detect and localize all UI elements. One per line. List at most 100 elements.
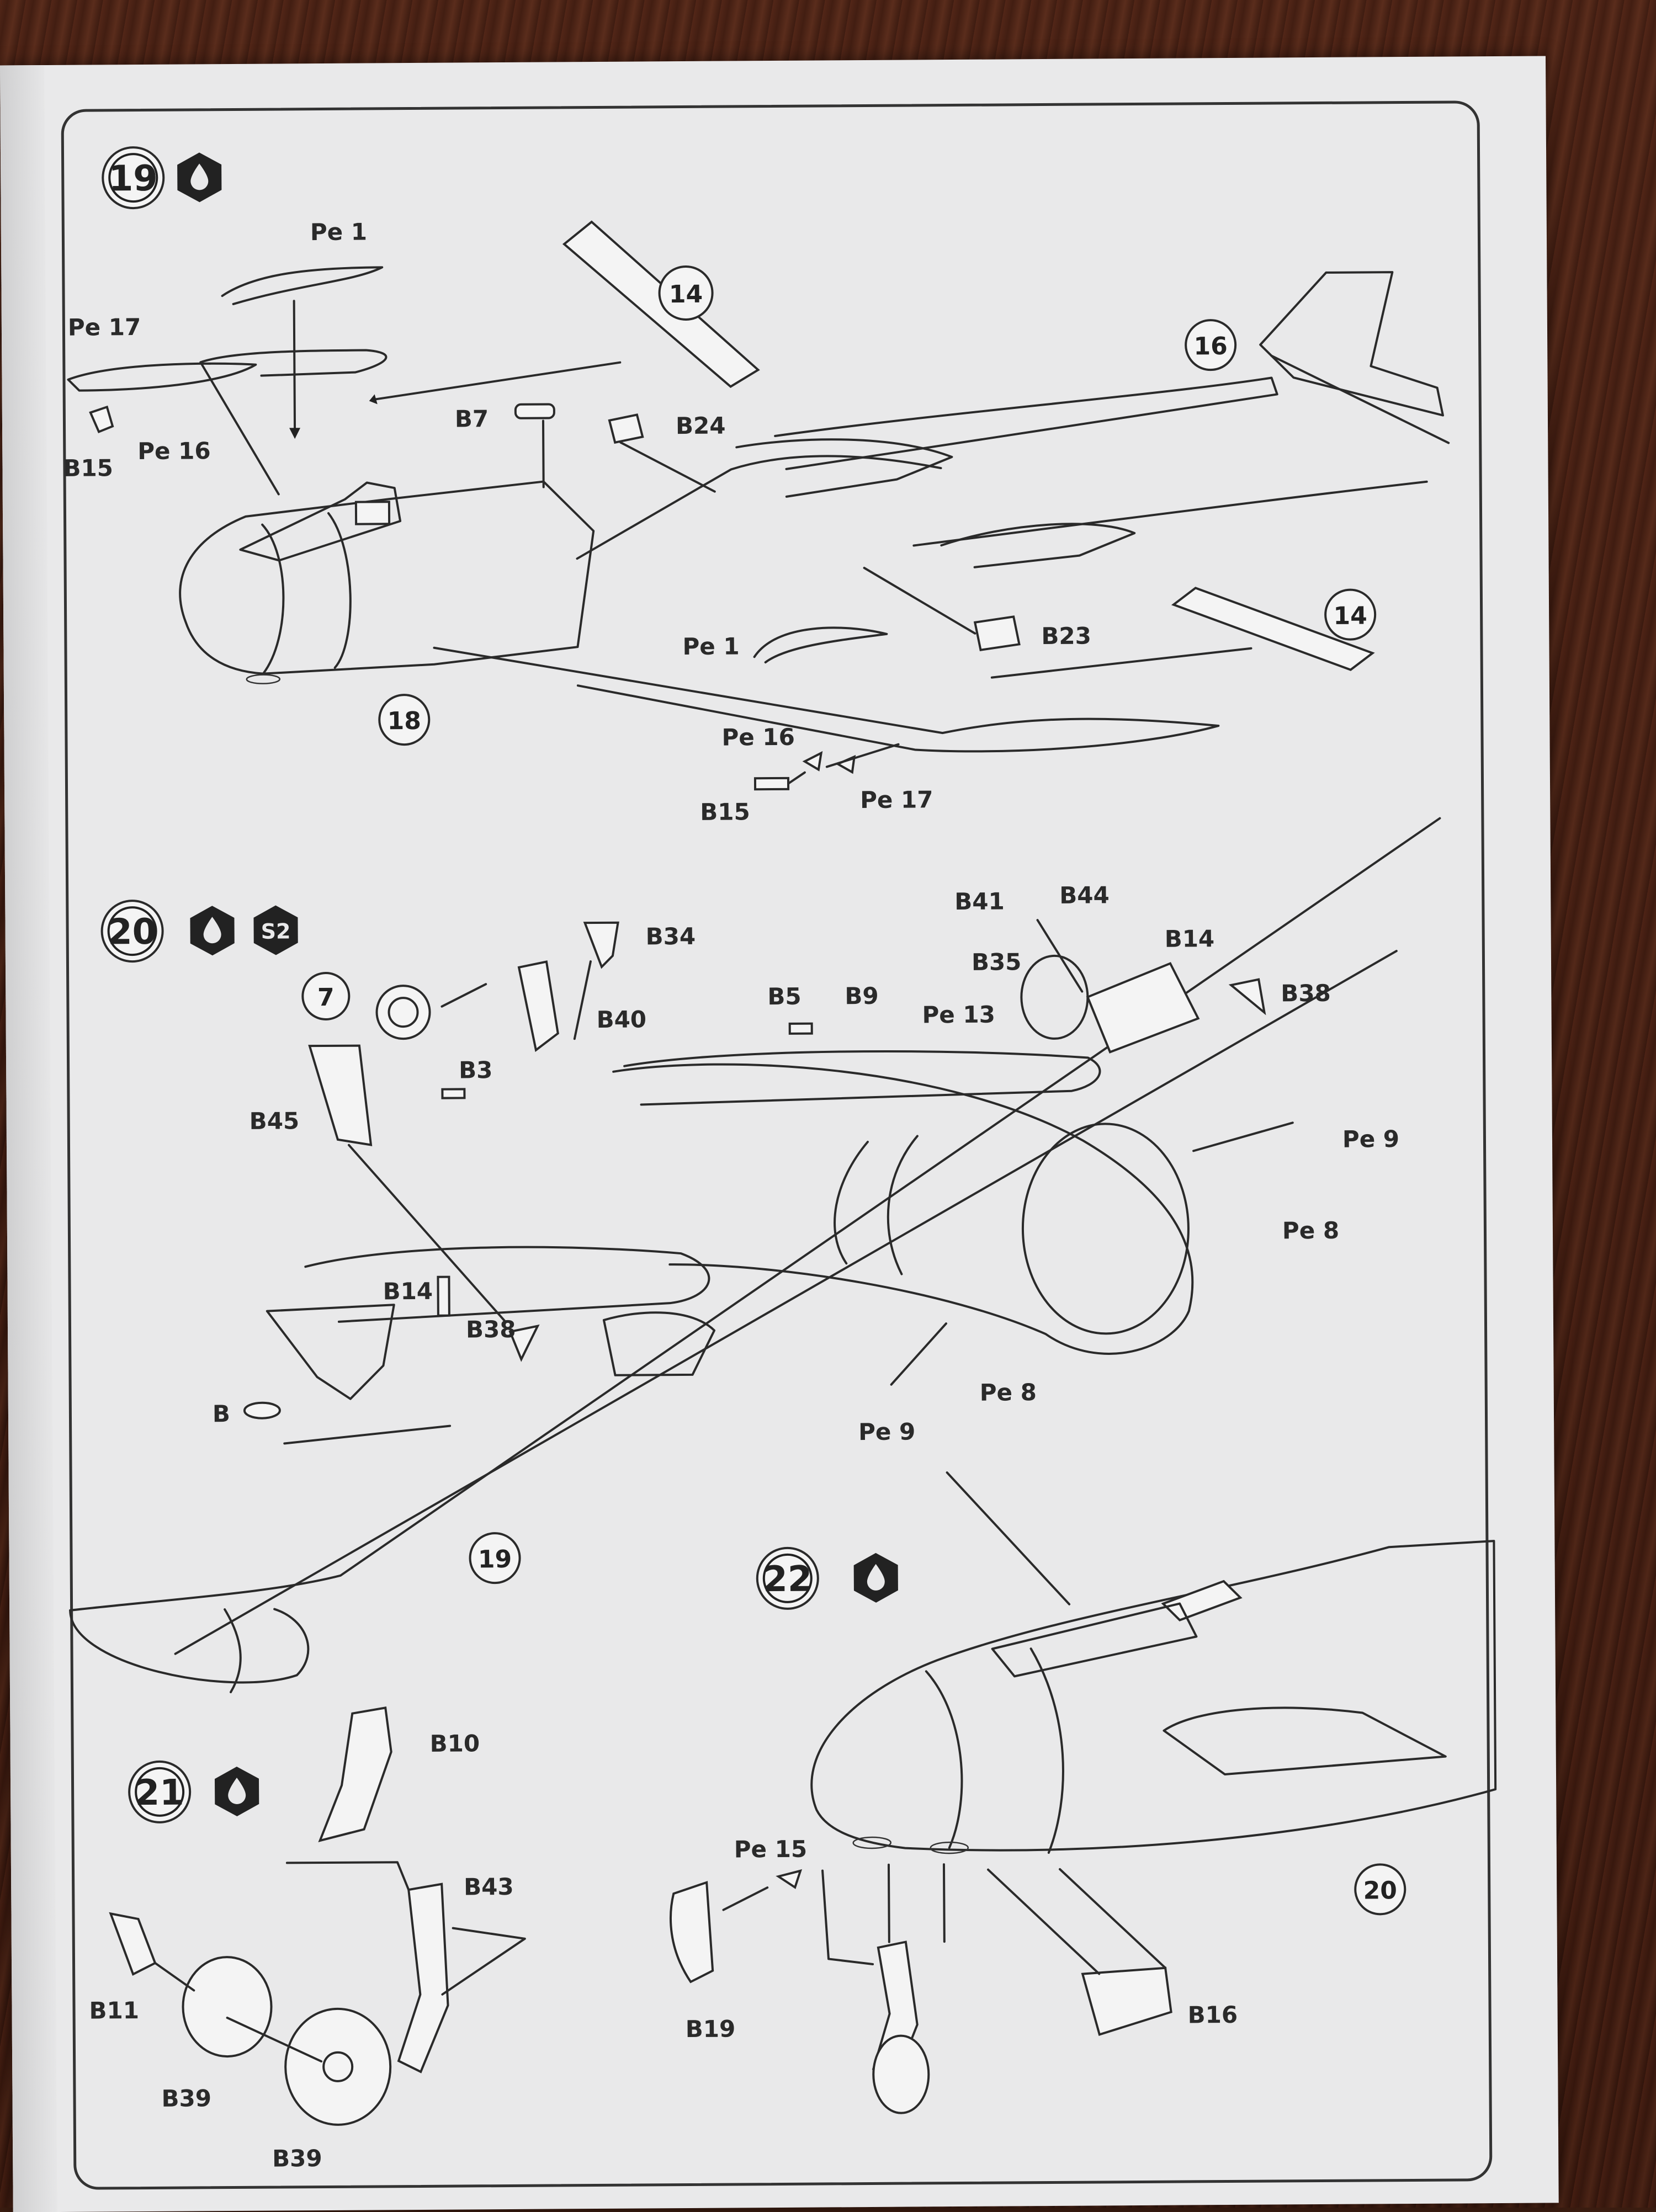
label-b15-bottom: B15 <box>700 798 750 826</box>
nose-panel-line <box>261 523 285 675</box>
step-number: 19 <box>109 158 158 200</box>
step-number-badge-inner <box>107 906 157 956</box>
tail-boom-top <box>774 376 1278 470</box>
label-b14-right: B14 <box>1165 925 1215 953</box>
nose-vent <box>930 1841 969 1854</box>
label-b15: B15 <box>63 454 113 482</box>
s2-icon <box>253 905 298 955</box>
part-b3 <box>441 1088 466 1099</box>
label-pe9-right: Pe 9 <box>1342 1125 1399 1153</box>
tail-boom-bottom <box>912 480 1428 547</box>
step-number-badge-inner <box>762 1553 813 1603</box>
step-number-badge <box>100 900 164 963</box>
label-b43: B43 <box>464 1873 514 1901</box>
arrow-line <box>370 361 622 401</box>
nacelle-panel-line <box>887 1135 919 1275</box>
step-number-badge <box>128 1760 192 1823</box>
part-b15-left <box>89 405 114 434</box>
arrow-line <box>990 647 1252 679</box>
fuselage-panel-line <box>327 512 352 669</box>
wheel-well <box>602 1311 716 1376</box>
subassembly-ref-19: 19 <box>469 1532 521 1584</box>
step-21-header: 21 <box>128 1760 259 1823</box>
wheel-hub-b39-a <box>182 1956 273 2058</box>
lower-boom-fairing <box>940 523 1136 568</box>
part-b5 <box>788 1022 813 1035</box>
wheel-part-7 <box>375 985 431 1040</box>
label-b23: B23 <box>1041 622 1091 650</box>
part-b7 <box>514 403 555 419</box>
arrow-line <box>226 2017 323 2063</box>
label-b39-a: B39 <box>161 2085 211 2112</box>
label-b7: B7 <box>455 405 489 432</box>
nose-vent <box>852 1836 891 1849</box>
s2-icon-text: S2 <box>261 919 291 943</box>
part-b43 <box>397 1883 449 2073</box>
wheel-hub <box>388 997 419 1028</box>
cockpit-seat <box>1161 1580 1243 1621</box>
wing-leading-edge <box>69 817 1441 1612</box>
arrow-line <box>283 1424 452 1445</box>
step-number-badge <box>756 1546 819 1610</box>
label-pe16-bottom: Pe 16 <box>721 724 795 751</box>
label-pe1-mid: Pe 1 <box>682 632 739 660</box>
label-pe13: Pe 13 <box>922 1001 995 1029</box>
tail-boom <box>623 1050 1101 1106</box>
part-b40 <box>517 960 559 1052</box>
wingtip-tank-line <box>224 1608 242 1694</box>
step-19-header: 19 <box>102 146 222 210</box>
wheel-hub-b39-b <box>284 2007 392 2126</box>
label-pe16: Pe 16 <box>137 437 211 465</box>
wing-trailing-edge <box>174 950 1398 1655</box>
part-b44 <box>1086 962 1200 1054</box>
arrow-line <box>890 1322 947 1386</box>
step-19-aircraft: 14 16 14 18 Pe 1 Pe 17 B15 Pe 16 B7 B24 … <box>63 218 1450 826</box>
nacelle-outline <box>612 1063 1194 1355</box>
horizontal-tail <box>1270 354 1450 444</box>
radiator-intake <box>1163 1706 1447 1776</box>
svg-text:20: 20 <box>1363 1876 1398 1905</box>
vertical-tail <box>1259 271 1444 417</box>
step-number-badge <box>102 146 165 210</box>
part-b45 <box>308 1044 373 1146</box>
fuselage-outline <box>179 480 595 675</box>
part-14-lower-flap <box>1171 587 1375 671</box>
step-22-header: 22 <box>756 1546 898 1610</box>
part-b34 <box>583 921 619 969</box>
step-22-aircraft: 20 Pe 15 B19 B16 <box>670 1471 1497 2114</box>
part-b8 <box>243 1401 281 1419</box>
arrow-line <box>441 1927 526 1996</box>
instruction-sheet: 19 <box>0 56 1559 2212</box>
subassembly-ref-18: 18 <box>378 694 431 746</box>
arrow-line <box>619 441 716 493</box>
label-b39-b: B39 <box>272 2145 322 2172</box>
arrow-line <box>440 983 487 1008</box>
left-wing-outline <box>199 349 388 496</box>
right-wing-outline <box>433 646 1220 753</box>
nose-wheel <box>872 2034 930 2114</box>
glue-drop-icon <box>203 917 221 944</box>
label-b24: B24 <box>676 412 726 440</box>
step-number-badge-inner <box>108 153 158 203</box>
part-pe15 <box>776 1869 803 1889</box>
label-b19: B19 <box>686 2015 736 2043</box>
glue-drop-icon <box>190 163 209 190</box>
arrow-line <box>293 300 296 432</box>
label-b35: B35 <box>972 948 1022 976</box>
label-b38-right: B38 <box>1281 980 1331 1007</box>
label-b45: B45 <box>250 1107 300 1135</box>
label-pe1: Pe 1 <box>310 218 367 246</box>
arrow-line <box>542 419 545 488</box>
label-b11: B11 <box>89 1997 139 2024</box>
label-b10: B10 <box>429 1730 480 1757</box>
nacelle-panel-line <box>834 1140 869 1265</box>
label-pe15: Pe 15 <box>734 1836 808 1863</box>
label-b40: B40 <box>596 1006 646 1033</box>
part-b16 <box>1081 1966 1172 2036</box>
part-b15-bottom <box>753 777 790 791</box>
part-pe1-top <box>221 266 384 305</box>
arrow-line <box>863 567 976 635</box>
nose-vent <box>246 674 281 684</box>
step-number: 20 <box>108 912 157 953</box>
arrow-line <box>722 1886 769 1911</box>
